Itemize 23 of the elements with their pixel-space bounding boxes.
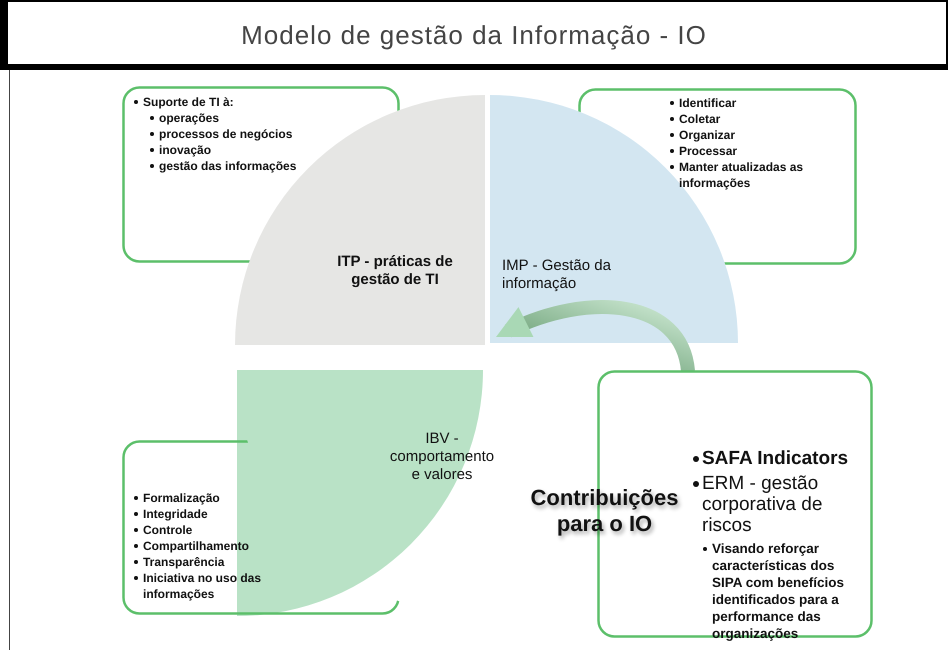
list-item: inovação [159, 142, 212, 158]
list-item: Iniciativa no uso das informações [143, 570, 262, 602]
quadrant-label: ITP - práticas de gestão de TI [336, 253, 454, 289]
list-item: Identificar [679, 95, 738, 111]
list-item: SAFA Indicators [702, 448, 850, 469]
title: Modelo de gestão da Informação - IO [240, 20, 708, 51]
list-item: Transparência [143, 554, 226, 570]
list-item: ERM - gestão corporativa de riscos [702, 473, 824, 536]
quadrant-label: IBV - comportamento e valores [388, 430, 496, 484]
list-item: Manter atualizadas as informações [679, 159, 804, 191]
list-item: processos de negócios [159, 126, 294, 142]
list-item: Organizar [679, 127, 736, 143]
list-item: Coletar [679, 111, 722, 127]
list-item: operações [159, 110, 220, 126]
list-item: Integridade [143, 506, 209, 522]
quadrant-label: IMP - Gestão da informação [502, 257, 612, 293]
list-item: Suporte de TI à: [143, 94, 235, 110]
curved-arrow [496, 300, 695, 372]
list-item: Formalização [143, 490, 221, 506]
list-item: gestão das informações [159, 158, 298, 174]
list-item: Compartilhamento [143, 538, 250, 554]
list-item: Processar [679, 143, 738, 159]
list-item: Controle [143, 522, 194, 538]
